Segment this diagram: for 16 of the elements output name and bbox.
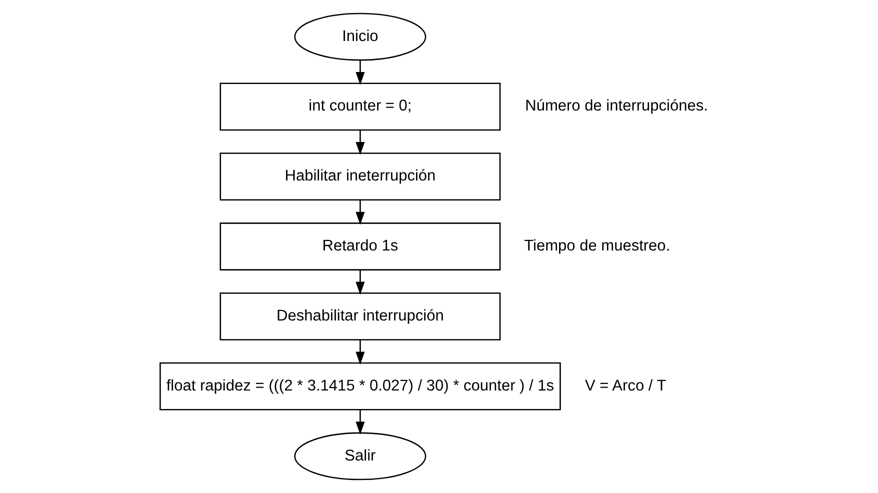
arrow [355, 340, 364, 365]
node-ellipse: Salir [294, 432, 426, 480]
node-box: Habilitar ineterrupción [219, 152, 500, 201]
node-ellipse: Inicio [294, 12, 426, 61]
node-label: Número de interrupciónes. [524, 98, 708, 115]
node-box: int counter = 0; [219, 82, 500, 131]
node-box: Retardo 1s [219, 222, 500, 270]
node-box: Deshabilitar interrupción [219, 292, 500, 340]
arrow [355, 130, 364, 155]
arrow [355, 60, 364, 86]
arrow [355, 270, 364, 295]
node-label: Tiempo de muestreo. [524, 238, 670, 255]
node-label: V = Arco / T [584, 377, 666, 394]
arrow [355, 410, 364, 435]
node-box: float rapidez = (((2 * 3.1415 * 0.027) / 30) * counter ) / 1s [159, 362, 560, 410]
arrow [355, 200, 364, 225]
